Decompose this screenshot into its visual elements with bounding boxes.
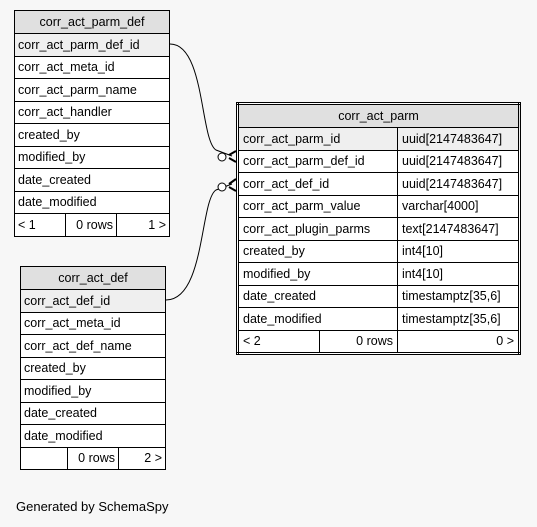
parents-link[interactable] <box>20 446 68 470</box>
children-link[interactable]: 2 > <box>118 446 166 470</box>
row-count: 0 rows <box>67 446 119 470</box>
fk-line-act-def <box>165 183 233 301</box>
column-row[interactable]: corr_act_meta_id <box>20 311 166 335</box>
fk-optional-marker <box>217 152 227 162</box>
column-name[interactable]: date_modified <box>237 307 398 331</box>
table-title[interactable]: corr_act_parm <box>237 103 520 128</box>
parents-link[interactable]: < 1 <box>14 213 66 237</box>
column-row[interactable]: corr_act_def_id <box>20 289 166 313</box>
column-row[interactable]: date_created <box>14 168 170 192</box>
parents-link[interactable]: < 2 <box>237 329 320 354</box>
column-type: int4[10] <box>397 262 520 286</box>
column-row[interactable]: date_modified <box>14 190 170 214</box>
column-row[interactable]: modified_by <box>14 145 170 169</box>
fk-optional-marker <box>217 182 227 192</box>
column-row[interactable]: corr_act_meta_id <box>14 55 170 79</box>
table-title[interactable]: corr_act_def <box>20 266 166 290</box>
column-row[interactable]: created_by <box>20 356 166 380</box>
table-corr-act-def: corr_act_def corr_act_def_id corr_act_me… <box>20 266 166 470</box>
column-type: timestamptz[35,6] <box>397 284 520 308</box>
column-row[interactable]: corr_act_parm_def_id <box>14 33 170 57</box>
generator-caption: Generated by SchemaSpy <box>16 499 169 514</box>
column-name[interactable]: modified_by <box>237 262 398 286</box>
column-row[interactable]: created_by <box>14 123 170 147</box>
column-name[interactable]: corr_act_plugin_parms <box>237 217 398 241</box>
column-type: uuid[2147483647] <box>397 149 520 173</box>
row-count: 0 rows <box>319 329 398 354</box>
column-name[interactable]: corr_act_parm_value <box>237 194 398 218</box>
column-name[interactable]: corr_act_parm_id <box>237 127 398 151</box>
column-type: text[2147483647] <box>397 217 520 241</box>
column-type: uuid[2147483647] <box>397 172 520 196</box>
children-link[interactable]: 1 > <box>116 213 170 237</box>
table-title[interactable]: corr_act_parm_def <box>14 10 170 34</box>
fk-crowfoot-marker <box>228 150 237 163</box>
row-count: 0 rows <box>65 213 117 237</box>
table-corr-act-parm-def: corr_act_parm_def corr_act_parm_def_id c… <box>14 10 170 237</box>
column-name[interactable]: corr_act_parm_def_id <box>237 149 398 173</box>
table-corr-act-parm: corr_act_parm corr_act_parm_id uuid[2147… <box>236 102 521 355</box>
column-row[interactable]: date_created <box>20 401 166 425</box>
column-type: varchar[4000] <box>397 194 520 218</box>
column-name[interactable]: date_created <box>237 284 398 308</box>
column-type: int4[10] <box>397 239 520 263</box>
column-name[interactable]: created_by <box>237 239 398 263</box>
column-row[interactable]: corr_act_handler <box>14 100 170 124</box>
column-name[interactable]: corr_act_def_id <box>237 172 398 196</box>
column-row[interactable]: corr_act_parm_name <box>14 78 170 102</box>
fk-crowfoot-marker <box>228 178 237 192</box>
column-row[interactable]: corr_act_def_name <box>20 334 166 358</box>
column-type: timestamptz[35,6] <box>397 307 520 331</box>
column-type: uuid[2147483647] <box>397 127 520 151</box>
column-row[interactable]: modified_by <box>20 379 166 403</box>
column-row[interactable]: date_modified <box>20 424 166 448</box>
children-link[interactable]: 0 > <box>397 329 520 354</box>
fk-line-parm-def <box>169 43 233 157</box>
